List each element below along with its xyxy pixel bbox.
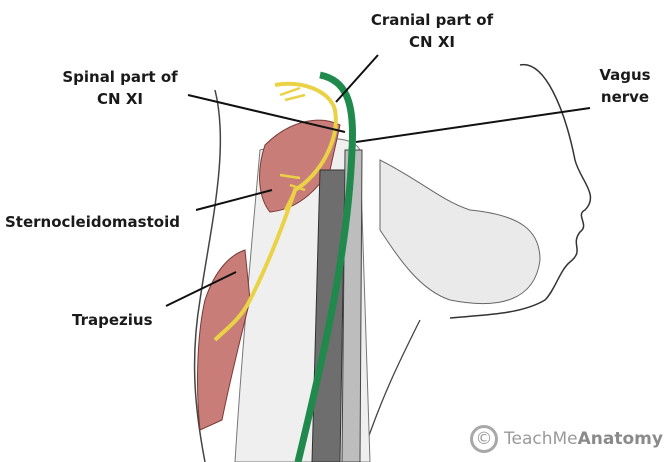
label-text: CN XI <box>409 33 455 51</box>
label-trapezius: Trapezius <box>72 311 153 329</box>
label-text: Cranial part of <box>370 11 494 29</box>
face-profile <box>449 64 592 319</box>
leader-trapezius <box>165 271 237 307</box>
leader-spinal <box>187 94 346 133</box>
accessory-nerve-branches <box>279 86 306 211</box>
watermark-prefix: TeachMe <box>504 429 578 449</box>
label-text: nerve <box>600 88 650 106</box>
facial-muscles <box>379 159 541 305</box>
label-text: Spinal part of <box>62 68 178 86</box>
label-cranial-part: Cranial part of CN XI <box>362 9 502 53</box>
neck-back-outline <box>193 89 222 462</box>
leader-cranial <box>335 54 379 103</box>
label-sternocleidomastoid: Sternocleidomastoid <box>5 213 180 231</box>
label-text: Vagus <box>599 66 651 84</box>
leader-vagus <box>355 107 591 143</box>
label-spinal-part: Spinal part of CN XI <box>50 66 190 110</box>
trapezius-muscle <box>197 249 251 431</box>
vagus-nerve <box>294 71 357 462</box>
leader-scm <box>195 189 273 211</box>
label-vagus-nerve: Vagus nerve <box>590 64 660 108</box>
label-text: CN XI <box>97 90 143 108</box>
watermark-brand: Anatomy <box>577 429 663 449</box>
copyright-icon: © <box>470 425 498 453</box>
